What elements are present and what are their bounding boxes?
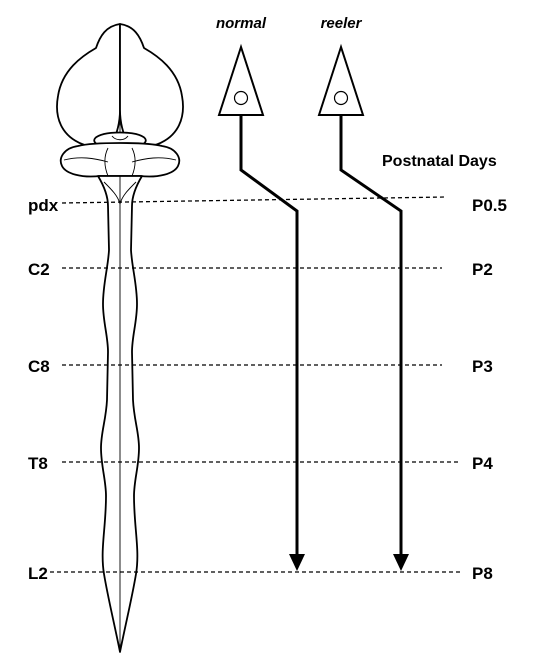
day-label-P2: P2 [472,260,493,279]
brain-illustration [57,24,183,177]
cerebellum [61,143,179,177]
normal-neuron-axon [241,115,297,563]
genotype-label-reeler: reeler [321,15,363,32]
genotype-label-normal: normal [216,15,267,32]
reeler-axon-arrowhead [393,554,409,571]
day-label-P0.5: P0.5 [472,196,507,215]
left-cerebral-hemisphere [57,24,120,147]
day-label-P8: P8 [472,564,493,583]
day-label-P3: P3 [472,357,493,376]
segment-label-T8: T8 [28,454,48,473]
segment-label-L2: L2 [28,564,48,583]
postnatal-days-heading: Postnatal Days [382,153,497,170]
normal-neuron [219,47,305,571]
segment-label-C8: C8 [28,357,50,376]
segment-label-pdx: pdx [28,196,59,215]
reeler-neuron-axon [341,115,401,563]
reeler-neuron-nucleus [335,92,348,105]
normal-neuron-nucleus [235,92,248,105]
reeler-neuron [319,47,409,571]
segment-label-C2: C2 [28,260,50,279]
spinal-cord [98,176,142,652]
day-label-P4: P4 [472,454,493,473]
normal-axon-arrowhead [289,554,305,571]
right-cerebral-hemisphere [120,24,183,147]
